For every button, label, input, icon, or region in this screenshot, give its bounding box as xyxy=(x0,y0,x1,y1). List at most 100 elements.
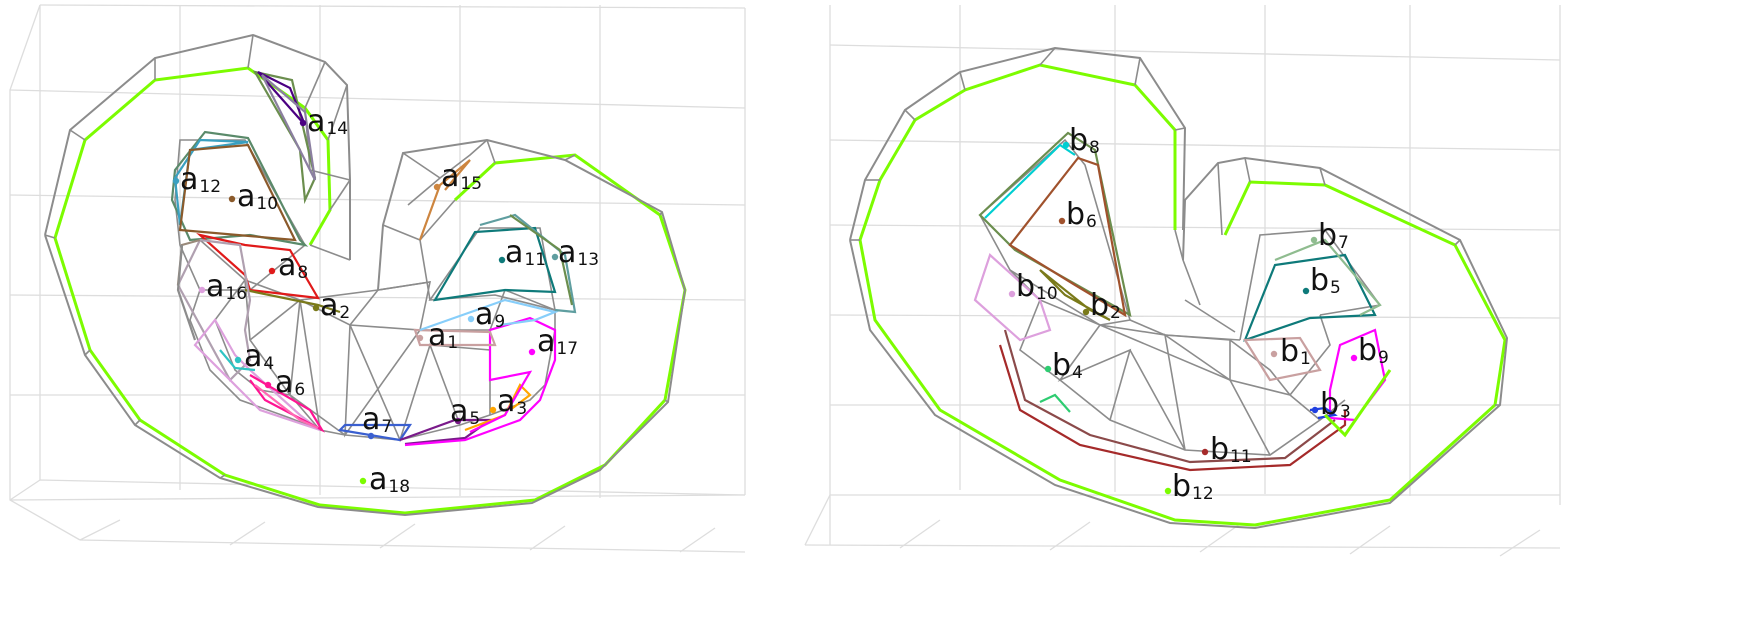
label-a17: a17 xyxy=(537,324,578,359)
label-letter-b5: b xyxy=(1310,263,1329,298)
label-subscript-b2: 2 xyxy=(1110,303,1121,323)
label-subscript-a1: 1 xyxy=(447,333,458,353)
point-b10 xyxy=(1008,290,1016,298)
label-subscript-b10: 10 xyxy=(1036,284,1058,304)
label-subscript-b5: 5 xyxy=(1330,278,1341,298)
label-a13: a13 xyxy=(558,235,599,270)
label-subscript-a15: 15 xyxy=(460,174,482,194)
label-letter-a2: a xyxy=(320,288,338,323)
label-letter-a9: a xyxy=(475,297,493,332)
label-letter-a4: a xyxy=(244,339,262,374)
label-subscript-a14: 14 xyxy=(326,119,348,139)
point-a7 xyxy=(367,432,375,440)
label-subscript-a12: 12 xyxy=(199,177,221,197)
label-subscript-a2: 2 xyxy=(339,303,350,323)
label-subscript-a17: 17 xyxy=(556,339,578,359)
point-b1 xyxy=(1270,350,1278,358)
labels-a: a1a2a3a4a5a6a7a8a9a10a11a12a13a14a15a16a… xyxy=(172,104,599,497)
label-b6: b6 xyxy=(1066,197,1097,232)
label-letter-b3: b xyxy=(1320,387,1339,422)
label-subscript-b8: 8 xyxy=(1089,138,1100,158)
label-subscript-b6: 6 xyxy=(1086,212,1097,232)
label-letter-a16: a xyxy=(206,269,224,304)
label-b9: b9 xyxy=(1358,333,1389,368)
point-a1 xyxy=(416,334,424,342)
label-letter-a18: a xyxy=(369,462,387,497)
label-b5: b5 xyxy=(1310,263,1341,298)
label-a6: a6 xyxy=(275,365,305,400)
label-subscript-a4: 4 xyxy=(263,354,274,374)
label-a3: a3 xyxy=(497,384,527,419)
label-subscript-a5: 5 xyxy=(469,409,480,429)
label-letter-b9: b xyxy=(1358,333,1377,368)
label-letter-b11: b xyxy=(1210,432,1229,467)
label-subscript-b7: 7 xyxy=(1338,233,1349,253)
label-letter-b4: b xyxy=(1052,348,1071,383)
label-letter-b12: b xyxy=(1172,469,1191,504)
point-a5 xyxy=(454,417,462,425)
point-b7 xyxy=(1310,236,1318,244)
label-subscript-b4: 4 xyxy=(1072,363,1083,383)
label-a12: a12 xyxy=(180,162,221,197)
label-a2: a2 xyxy=(320,288,350,323)
label-b10: b10 xyxy=(1016,269,1058,304)
label-subscript-b1: 1 xyxy=(1300,349,1311,369)
label-a15: a15 xyxy=(441,159,482,194)
label-subscript-a13: 13 xyxy=(577,250,599,270)
label-subscript-b3: 3 xyxy=(1340,402,1351,422)
point-b8 xyxy=(1062,141,1070,149)
panel-a: a1a2a3a4a5a6a7a8a9a10a11a12a13a14a15a16a… xyxy=(9,4,746,553)
point-a13 xyxy=(551,253,559,261)
label-letter-b8: b xyxy=(1069,123,1088,158)
label-b11: b11 xyxy=(1210,432,1252,467)
point-a8 xyxy=(268,267,276,275)
point-a12 xyxy=(172,177,180,185)
label-letter-b6: b xyxy=(1066,197,1085,232)
label-subscript-a6: 6 xyxy=(294,380,305,400)
point-a15 xyxy=(433,183,441,191)
point-a10 xyxy=(228,195,236,203)
label-letter-a8: a xyxy=(278,248,296,283)
point-b2 xyxy=(1082,308,1090,316)
label-letter-a7: a xyxy=(362,402,380,437)
label-letter-a14: a xyxy=(307,104,325,139)
label-subscript-b12: 12 xyxy=(1192,484,1214,504)
label-letter-a5: a xyxy=(450,394,468,429)
point-b11 xyxy=(1201,448,1209,456)
label-subscript-a3: 3 xyxy=(516,399,527,419)
point-a14 xyxy=(299,119,307,127)
label-subscript-a11: 11 xyxy=(524,250,546,270)
label-b2: b2 xyxy=(1090,288,1121,323)
label-b4: b4 xyxy=(1052,348,1083,383)
point-b9 xyxy=(1350,354,1358,362)
label-letter-b1: b xyxy=(1280,334,1299,369)
label-a10: a10 xyxy=(237,179,278,214)
label-b7: b7 xyxy=(1318,218,1349,253)
label-letter-a10: a xyxy=(237,179,255,214)
point-a2 xyxy=(312,304,320,312)
label-a1: a1 xyxy=(428,318,458,353)
point-b4 xyxy=(1044,365,1052,373)
label-letter-a1: a xyxy=(428,318,446,353)
label-a11: a11 xyxy=(505,235,546,270)
label-b3: b3 xyxy=(1320,387,1351,422)
label-subscript-a16: 16 xyxy=(225,284,247,304)
point-a3 xyxy=(489,406,497,414)
label-subscript-b9: 9 xyxy=(1378,348,1389,368)
label-letter-a6: a xyxy=(275,365,293,400)
label-subscript-a18: 18 xyxy=(388,477,410,497)
label-a9: a9 xyxy=(475,297,505,332)
label-a16: a16 xyxy=(206,269,247,304)
outer-frame-a xyxy=(44,33,687,517)
label-letter-b7: b xyxy=(1318,218,1337,253)
label-letter-b2: b xyxy=(1090,288,1109,323)
regions-b xyxy=(973,131,1392,472)
label-a8: a8 xyxy=(278,248,308,283)
point-a6 xyxy=(264,381,272,389)
label-a7: a7 xyxy=(362,402,392,437)
label-subscript-a8: 8 xyxy=(297,263,308,283)
label-subscript-a9: 9 xyxy=(494,312,505,332)
